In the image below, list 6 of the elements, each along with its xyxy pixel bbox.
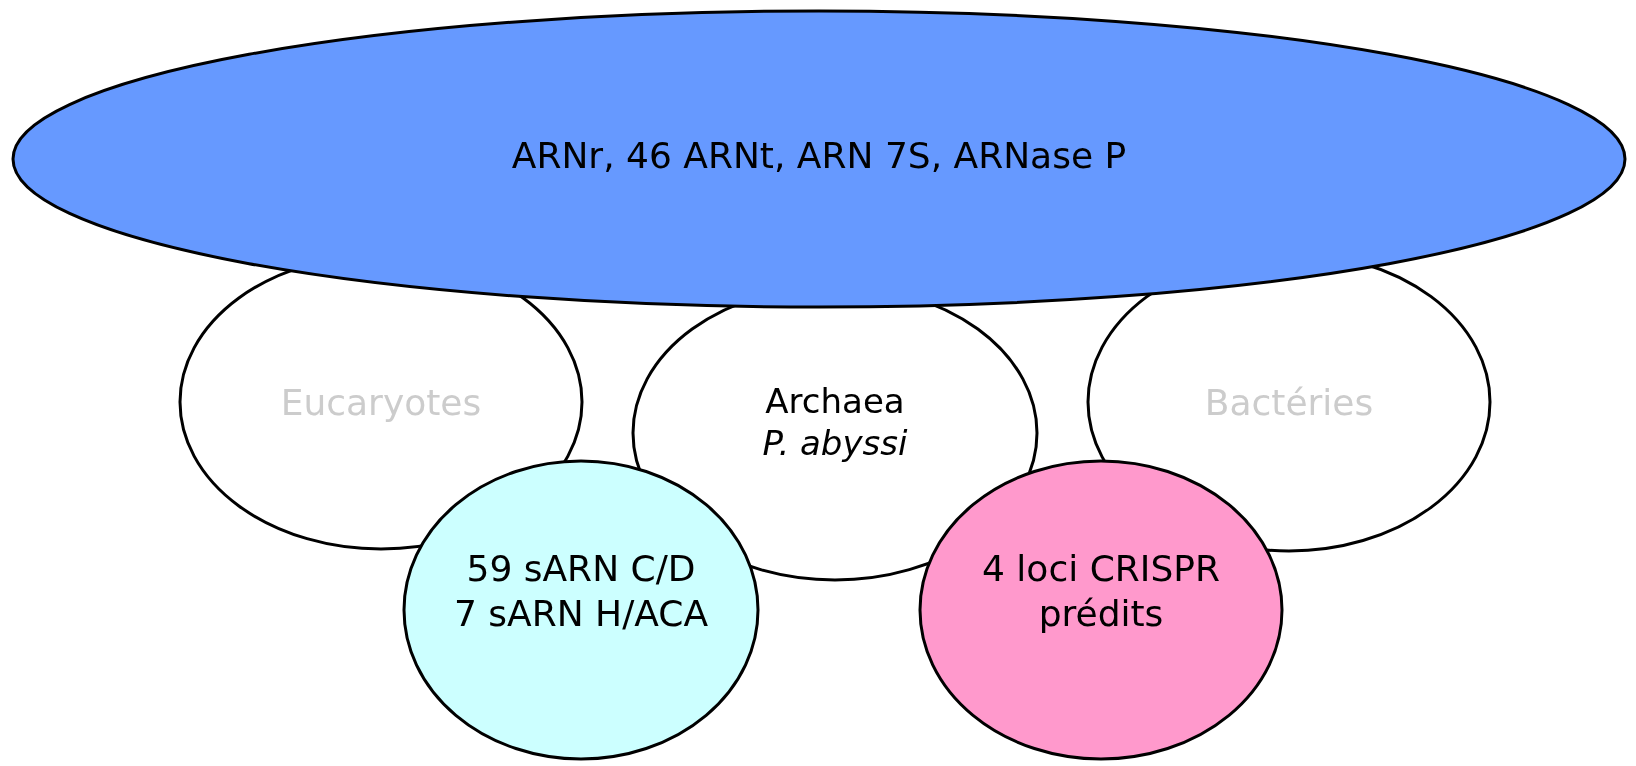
set-label: ARNr, 46 ARNt, ARN 7S, ARNase P <box>511 133 1127 178</box>
set-label: Archaea <box>765 379 905 422</box>
set-label: 4 loci CRISPR prédits <box>981 547 1221 636</box>
set-label: 59 sARN C/D <box>466 547 696 591</box>
set-label: 7 sARN H/ACA <box>453 592 709 636</box>
set-label: P. abyssi <box>762 422 908 465</box>
